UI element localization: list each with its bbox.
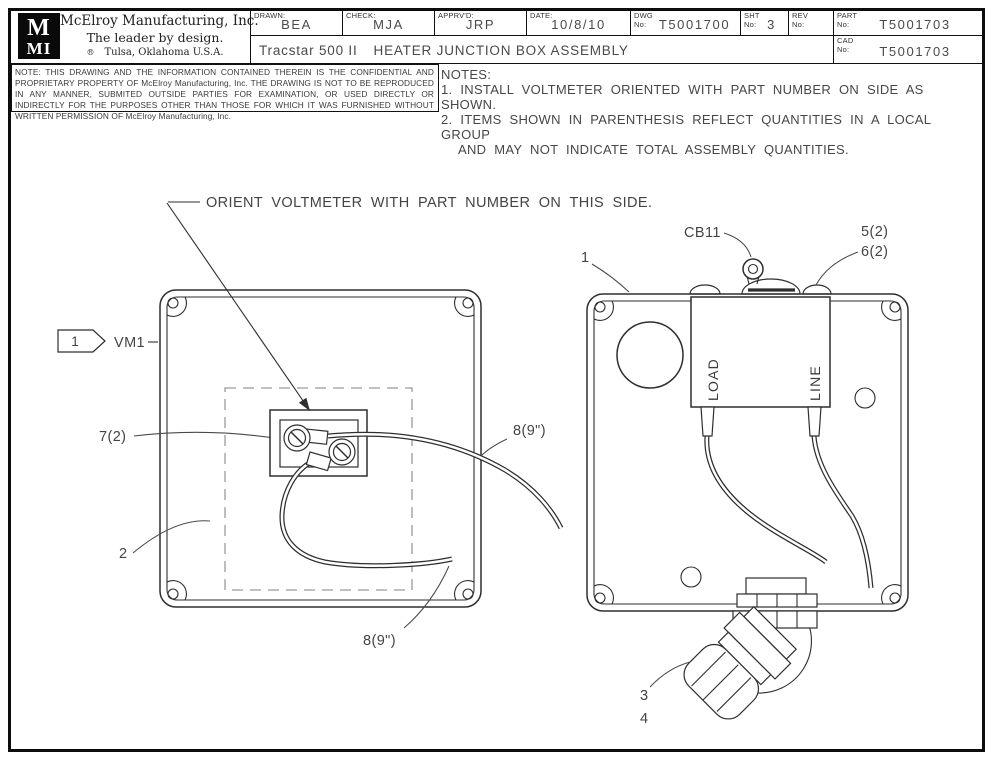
leader-line-item2	[132, 520, 211, 554]
terminal-boot	[807, 406, 822, 437]
breaker-hump	[741, 278, 801, 295]
company-text: McElroy Manufacturing, Inc. The leader b…	[60, 12, 259, 64]
company-cell: M MI McElroy Manufacturing, Inc. The lea…	[11, 11, 259, 64]
company-name: McElroy Manufacturing, Inc.	[60, 13, 259, 29]
logo-letters-mi: MI	[26, 38, 52, 58]
registered-mark: ®	[86, 48, 95, 57]
terminal-boot	[700, 406, 715, 437]
item3-label: 3	[640, 688, 648, 704]
corner-screw-icon	[462, 297, 474, 309]
item1-label: 1	[581, 250, 589, 266]
item4-label: 4	[640, 711, 648, 727]
item2-label: 2	[119, 546, 127, 562]
conduit-hole	[616, 321, 684, 389]
title-block: M MI McElroy Manufacturing, Inc. The lea…	[11, 11, 982, 64]
leader-line-wire8-bottom	[403, 565, 450, 629]
right-box-callouts: 1 CB11 5(2) 6(2) 3 4	[581, 224, 888, 727]
title-block-row2: Tracstar 500 II HEATER JUNCTION BOX ASSE…	[250, 36, 982, 64]
notes-heading: NOTES:	[441, 67, 492, 82]
circuit-breaker-body	[690, 296, 831, 408]
logo-letter-m: M	[27, 14, 51, 41]
wire8-right-label: 8(9")	[513, 423, 546, 439]
company-location: ®Tulsa, Oklahoma U.S.A.	[86, 47, 224, 58]
elbow-outline	[757, 619, 812, 694]
drawing-sheet: ORIENT VOLTMETER WITH PART NUMBER ON THI…	[8, 8, 985, 752]
item5-label: 5(2)	[861, 224, 888, 240]
leader-line-cb11	[723, 232, 752, 258]
wire8-bottom-label: 8(9")	[363, 633, 396, 649]
note-2-continued: AND MAY NOT INDICATE TOTAL ASSEMBLY QUAN…	[458, 142, 849, 157]
leader-line-item1	[591, 263, 630, 293]
mount-bump	[689, 284, 721, 295]
corner-screw-icon	[889, 301, 901, 313]
field-apprvd: APPRV'D: JRP	[434, 11, 526, 36]
corner-screw-icon	[462, 588, 474, 600]
voltmeter-ref-label: VM1	[114, 335, 145, 351]
orient-callout: ORIENT VOLTMETER WITH PART NUMBER ON THI…	[166, 195, 652, 411]
load-terminal-label: LOAD	[705, 358, 721, 401]
small-hole	[854, 387, 876, 409]
flag-item-number: 1	[71, 334, 79, 349]
item-flag	[57, 329, 106, 353]
terminal-barrel	[305, 451, 332, 472]
voltmeter	[269, 409, 564, 569]
corner-screw-icon	[594, 592, 606, 604]
confidential-note: NOTE: THIS DRAWING AND THE INFORMATION C…	[11, 64, 439, 121]
corner-screw-icon	[167, 588, 179, 600]
breaker-top-attachments	[689, 258, 832, 295]
junction-box-left	[159, 289, 482, 608]
leader-line-wire8-right	[480, 438, 508, 457]
model-name: Tracstar 500 II	[259, 42, 358, 58]
left-box-inner-rim	[166, 296, 475, 601]
corner-screw-icon	[889, 592, 901, 604]
drawing-title: HEATER JUNCTION BOX ASSEMBLY	[373, 42, 629, 58]
small-hole	[680, 566, 702, 588]
note-2: 2. ITEMS SHOWN IN PARENTHESIS REFLECT QU…	[441, 112, 931, 142]
field-rev-no: REV No:	[788, 11, 833, 36]
field-cad-no: CAD No: T5001703	[833, 36, 982, 64]
left-box-callouts: 1 VM1 7(2) 2 8(9") 8(9")	[57, 329, 546, 649]
callout-arrow-line	[166, 202, 309, 409]
orient-callout-text: ORIENT VOLTMETER WITH PART NUMBER ON THI…	[206, 195, 652, 211]
field-sht-no: SHT No: 3	[740, 11, 788, 36]
item6-label: 6(2)	[861, 244, 888, 260]
leader-line-item6	[815, 251, 859, 286]
angled-connector	[683, 605, 798, 720]
line-wire	[811, 435, 874, 589]
line-terminal-label: LINE	[807, 365, 823, 401]
note-1: 1. INSTALL VOLTMETER ORIENTED WITH PART …	[441, 82, 924, 112]
field-check: CHECK: MJA	[342, 11, 434, 36]
general-notes: NOTES: 1. INSTALL VOLTMETER ORIENTED WIT…	[441, 67, 981, 157]
corner-screw-icon	[594, 301, 606, 313]
conduit-fitting	[683, 577, 818, 720]
left-box-outer-wall	[159, 289, 482, 608]
leader-line-item7	[133, 431, 288, 441]
fitting-stub	[745, 577, 807, 595]
field-drawn: DRAWN: BEA	[250, 11, 342, 36]
field-part-no: PART No: T5001703	[833, 11, 982, 36]
right-box-interior: LOAD LINE	[616, 296, 876, 589]
load-wire	[704, 435, 828, 564]
title-block-row1: DRAWN: BEA CHECK: MJA APPRV'D: JRP DATE:…	[250, 11, 982, 36]
voltmeter-mount-dashed-outline	[224, 387, 413, 591]
corner-screw-icon	[167, 297, 179, 309]
field-dwg-no: DWG No: T5001700	[630, 11, 740, 36]
field-date: DATE: 10/8/10	[526, 11, 630, 36]
mcelroy-logo: M MI	[18, 13, 60, 59]
item7-label: 7(2)	[99, 429, 126, 445]
leader-line-item3	[649, 661, 691, 688]
drawing-description: Tracstar 500 II HEATER JUNCTION BOX ASSE…	[250, 36, 833, 64]
mount-bump	[802, 284, 832, 295]
breaker-reset-ring	[742, 258, 764, 280]
company-tagline: The leader by design.	[86, 30, 224, 45]
breaker-ref-label: CB11	[684, 225, 721, 241]
arrowhead-icon	[298, 397, 310, 411]
